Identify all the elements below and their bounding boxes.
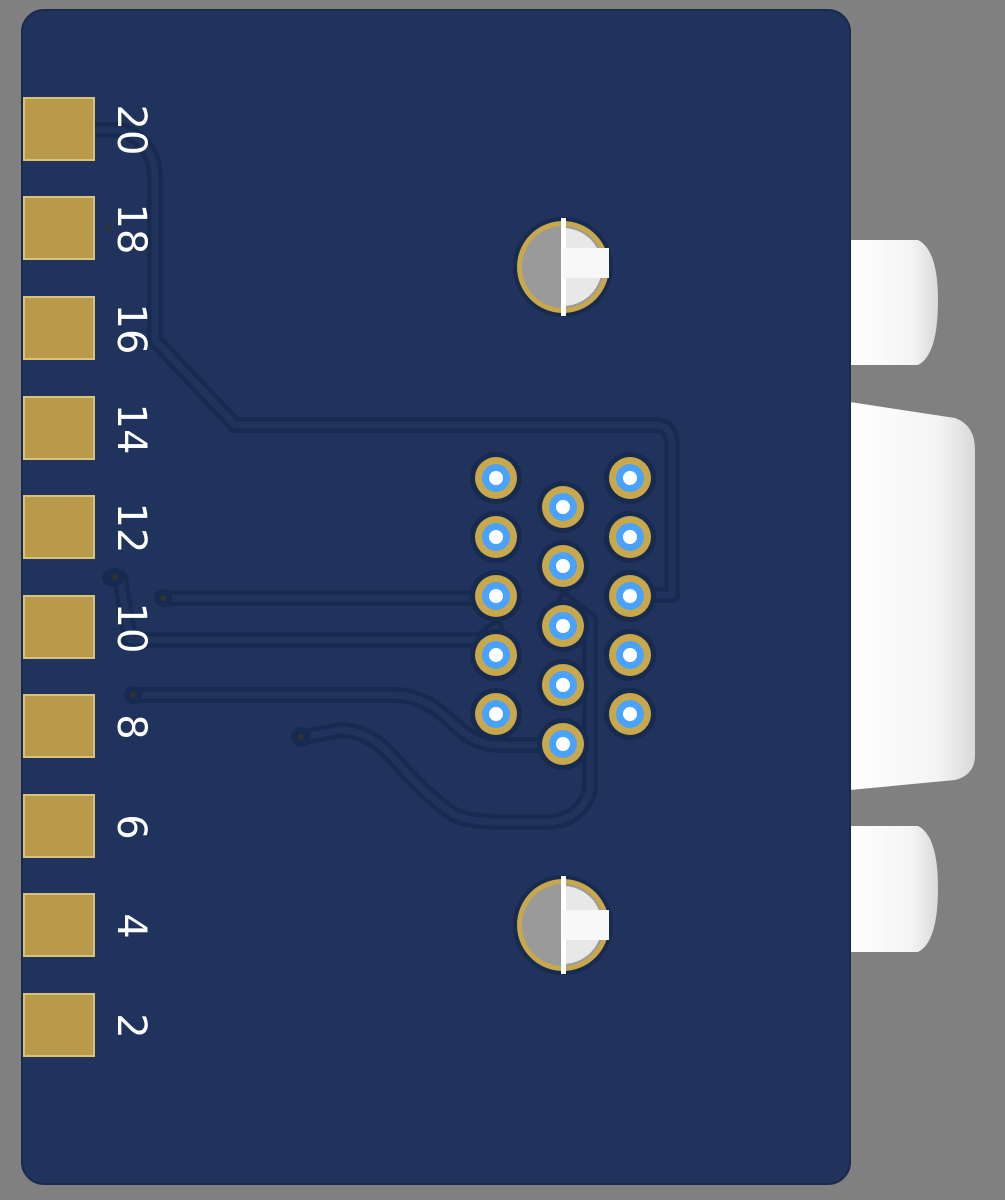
pin-label-8: 8 <box>108 714 154 739</box>
mounting-hole-top <box>513 217 613 317</box>
small-via <box>105 225 111 231</box>
edge-pad-4: 4 <box>23 893 154 957</box>
db15-pin <box>537 718 589 770</box>
connector-shell <box>850 402 975 790</box>
db15-pin <box>604 511 656 563</box>
connector-lower-screw-housing <box>850 826 938 952</box>
pin-label-14: 14 <box>108 404 154 455</box>
pin-label-18: 18 <box>108 204 154 255</box>
connector-upper-screw-housing <box>850 240 938 365</box>
db15-pin <box>470 688 522 740</box>
db15-pin <box>470 570 522 622</box>
db15-pin <box>604 452 656 504</box>
edge-pad-6: 6 <box>23 794 154 858</box>
edge-pad-10: 10 <box>23 595 154 659</box>
edge-pad-16: 16 <box>23 296 154 360</box>
copper-traces <box>88 122 680 830</box>
edge-pad-12: 12 <box>23 495 154 559</box>
pin-label-16: 16 <box>108 304 154 355</box>
edge-pad-14: 14 <box>23 396 154 460</box>
db15-pin <box>470 511 522 563</box>
db15-pin <box>537 481 589 533</box>
db15-pin <box>604 688 656 740</box>
db15-pin <box>470 629 522 681</box>
edge-pad-2: 2 <box>23 993 154 1057</box>
pin-label-2: 2 <box>108 1013 154 1038</box>
pin-label-10: 10 <box>108 603 154 654</box>
db15-pin <box>470 452 522 504</box>
db15-connector-body <box>850 240 975 952</box>
pin-label-4: 4 <box>108 913 154 938</box>
small-vias <box>105 225 311 747</box>
db15-pin <box>537 659 589 711</box>
edge-pad-8: 8 <box>23 694 154 758</box>
db15-pins <box>470 452 656 770</box>
mounting-hole-bottom <box>513 875 613 975</box>
db15-pin <box>604 629 656 681</box>
edge-connector-pads: 20 18 16 14 12 10 8 6 <box>23 97 154 1057</box>
pin-label-12: 12 <box>108 503 154 554</box>
edge-pad-20: 20 <box>23 97 154 161</box>
pin-label-20: 20 <box>108 105 154 156</box>
edge-pad-18: 18 <box>23 196 154 260</box>
pin-label-6: 6 <box>108 814 154 839</box>
db15-pin <box>537 540 589 592</box>
db15-pin <box>537 600 589 652</box>
db15-pin <box>604 570 656 622</box>
